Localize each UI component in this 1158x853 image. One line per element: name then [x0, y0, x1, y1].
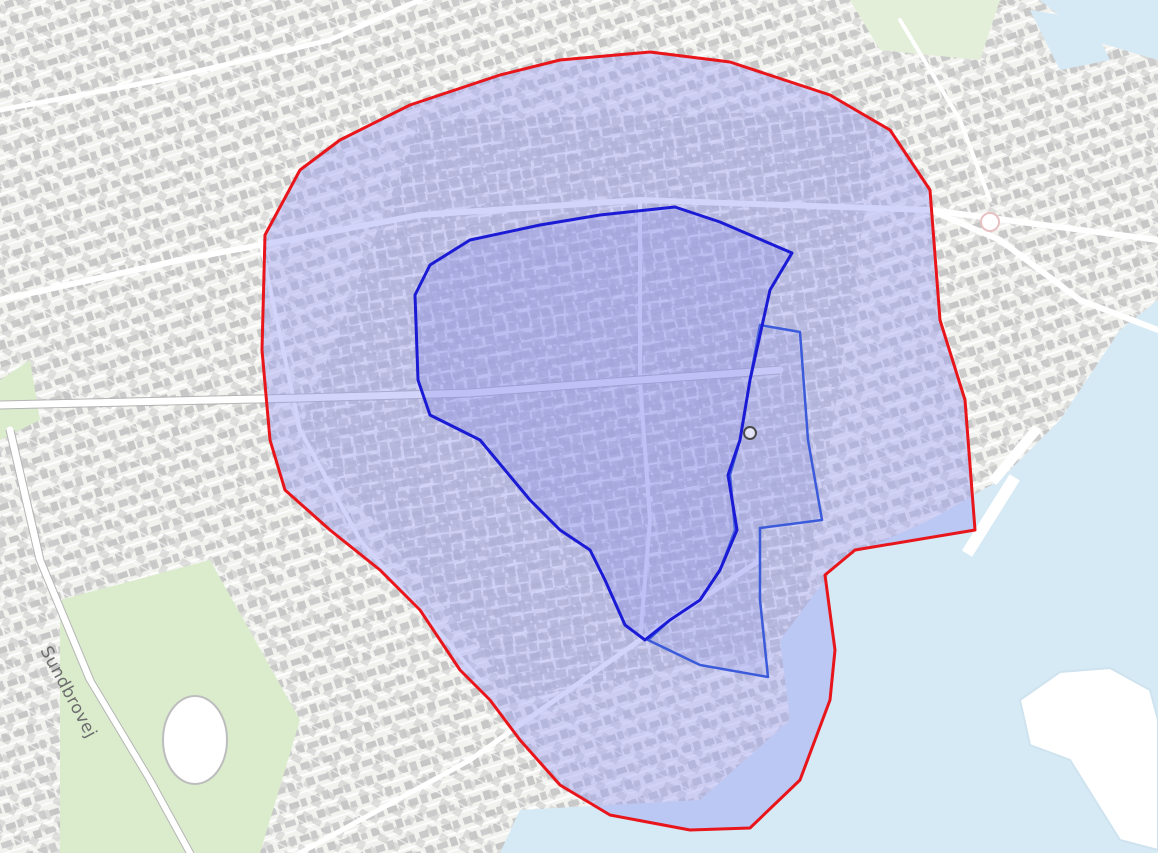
sports-field [162, 695, 228, 785]
outer-zone-boundary[interactable] [260, 50, 977, 832]
park-area-north [850, 0, 1000, 60]
pier [961, 474, 1020, 557]
island [1018, 666, 1158, 852]
inner-zone-boundary[interactable] [413, 205, 794, 642]
park-area-west [0, 360, 40, 440]
water-pond [1030, 10, 1110, 70]
circle-marker-icon[interactable] [743, 426, 757, 440]
harbour-water [500, 0, 1158, 853]
roundabout [980, 212, 1000, 232]
old-town-buildings [300, 110, 880, 700]
road-outlines [0, 365, 781, 853]
pier [988, 424, 1042, 486]
